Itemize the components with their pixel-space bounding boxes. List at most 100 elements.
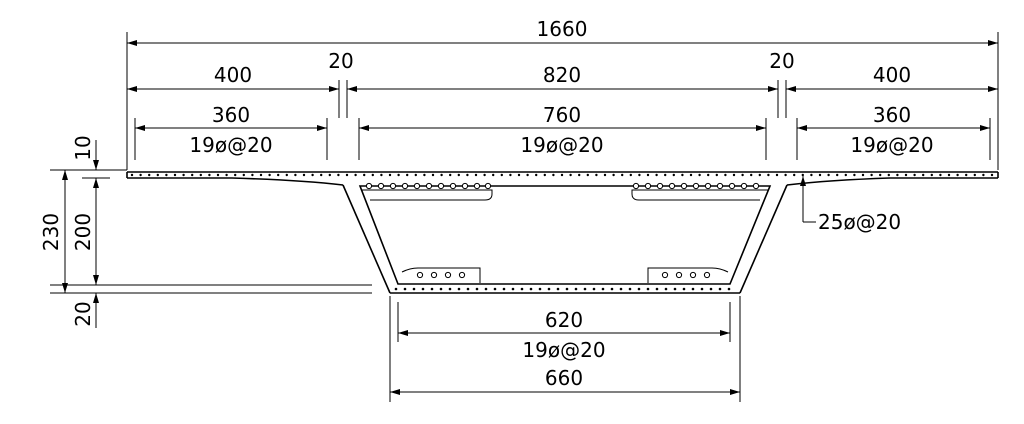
deck-rebar-dot (896, 173, 899, 177)
deck-rebar-dot (578, 173, 581, 177)
bottom-rebar-dot (421, 287, 425, 291)
bottom-rebar-dot (601, 287, 605, 291)
deck-rebar-dot (363, 173, 366, 177)
bottom-rebar-dot (502, 287, 506, 291)
bottom-rebar-dot (700, 287, 704, 291)
haunch-rebar-circle (413, 182, 421, 190)
deck-rebar-dot (853, 173, 856, 177)
deck-rebar-dot (449, 173, 452, 177)
deck-rebar-dot (431, 173, 435, 177)
dim-height-total: 230 (39, 213, 63, 251)
deck-rebar-dot (646, 173, 650, 177)
label-center-rebar: 19ø@20 (520, 133, 603, 157)
deck-rebar-dot (939, 173, 942, 177)
deck-rebar-dot (569, 173, 572, 177)
deck-rebar-dot (345, 173, 349, 177)
deck-rebar-dot (311, 173, 314, 177)
deck-rebar-dot (354, 173, 357, 177)
bottom-rebar-dot (691, 287, 695, 291)
deck-rebar-dot (612, 173, 615, 177)
deck-rebar-dot (440, 173, 443, 177)
deck-rebar-dot (775, 173, 779, 177)
deck-rebar-dot (337, 173, 340, 177)
deck-rebar-dot (302, 173, 306, 177)
dim-left-wing: 400 (214, 63, 252, 87)
bottom-dimensions (389, 296, 741, 402)
dim-height-bottom: 20 (71, 301, 95, 326)
deck-rebar-dot (371, 173, 374, 177)
deck-rebar-dot (603, 173, 607, 177)
haunch-rebar-circle (461, 182, 469, 190)
deck-rebar-dot (698, 173, 701, 177)
haunch-rebar-circle (437, 182, 445, 190)
deck-rebar-dot (225, 173, 228, 177)
deck-rebar-dot (492, 173, 495, 177)
deck-rebar-dot (156, 173, 159, 177)
deck-rebar-dot (380, 173, 383, 177)
haunch-rebar-circle (728, 182, 736, 190)
deck-rebar-dot (879, 173, 882, 177)
deck-rebar-dot (191, 173, 194, 177)
deck-rebar-dot (500, 173, 503, 177)
haunch-rebar-circle (401, 182, 409, 190)
bottom-rebar-dot (583, 287, 587, 291)
deck-rebar-dot (586, 173, 589, 177)
deck-rebar-dot (750, 173, 753, 177)
deck-rebar-dot (767, 173, 770, 177)
bottom-rebar-dot (484, 287, 488, 291)
dim-right-wing: 400 (873, 63, 911, 87)
haunch-rebar-circle (668, 182, 676, 190)
deck-rebar-dot (139, 173, 142, 177)
deck-rebar-dot (259, 173, 263, 177)
deck-rebar-dot (466, 173, 469, 177)
deck-rebar-dot (629, 173, 632, 177)
haunch-rebar-circle (425, 182, 433, 190)
deck-rebar-dot (543, 173, 546, 177)
deck-rebar-dot (930, 173, 933, 177)
deck-rebar-dot (552, 173, 555, 177)
deck-rebar-dot (973, 173, 976, 177)
haunch-rebar-circle (716, 182, 724, 190)
haunch-rebar-circles (365, 182, 760, 279)
deck-rebar-dot (913, 173, 916, 177)
bottom-rebar-dot (565, 287, 569, 291)
deck-rebar-dot (208, 173, 211, 177)
deck-rebar-dot (130, 173, 134, 177)
deck-rebar-dot (724, 173, 727, 177)
bottom-rebar-dot (520, 287, 524, 291)
top-dimensions (126, 32, 999, 170)
deck-rebar-dot (388, 173, 392, 177)
bottom-rebar-dot (475, 287, 479, 291)
deck-rebar-dot (165, 173, 168, 177)
bottom-rebar-dot (709, 287, 713, 291)
deck-rebar-dot (251, 173, 254, 177)
deck-rebar-dot (423, 173, 426, 177)
dim-bottom-rebar-span: 620 (545, 308, 583, 332)
bottom-rebar-dot (718, 287, 722, 291)
deck-rebar-dot (707, 173, 710, 177)
haunch-rebar-circle (689, 271, 697, 279)
deck-rebar-dot (328, 173, 331, 177)
bottom-rebar-dot (682, 287, 686, 291)
bottom-rebar-dot (439, 287, 443, 291)
dim-right-rebar-span: 360 (873, 103, 911, 127)
deck-rebar-dot (870, 173, 873, 177)
haunch-rebar-circle (377, 182, 385, 190)
bottom-rebar-dots (394, 287, 731, 291)
deck-rebar-dot (216, 173, 220, 177)
haunch-rebar-circle (740, 182, 748, 190)
label-right-rebar: 19ø@20 (850, 133, 933, 157)
deck-rebar-dot (320, 173, 323, 177)
dim-height-top: 10 (71, 135, 95, 160)
deck-rebar-dot (148, 173, 151, 177)
haunch-rebar-circle (365, 182, 373, 190)
deck-rebar-dot (904, 173, 908, 177)
bottom-rebar-dot (412, 287, 416, 291)
deck-rebar-dot (517, 173, 521, 177)
dim-center: 820 (543, 63, 581, 87)
deck-rebar-dot (827, 173, 830, 177)
deck-rebar-dot (715, 173, 718, 177)
deck-rebar-dot (268, 173, 271, 177)
deck-rebar-dot (560, 173, 564, 177)
